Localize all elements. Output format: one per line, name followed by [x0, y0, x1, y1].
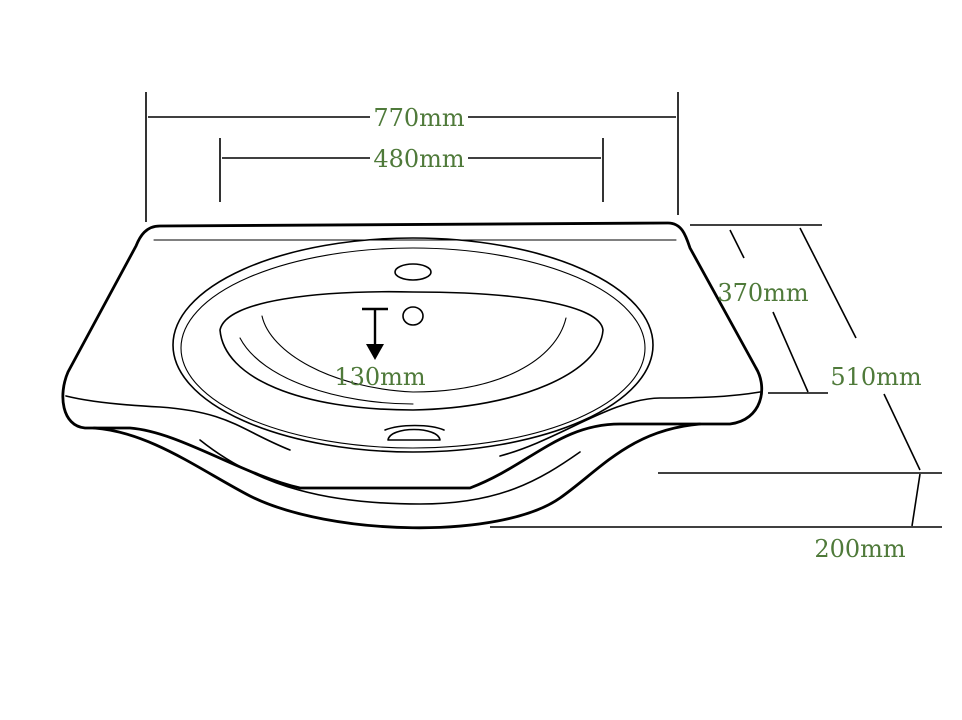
basin-skirt	[92, 422, 702, 530]
bowl-depth-label: 130mm	[334, 363, 426, 391]
arrow-down-icon	[366, 344, 384, 360]
bowl-depth-dimension: 130mm	[334, 307, 426, 391]
basin-body	[61, 221, 764, 530]
mounting-width-label: 480mm	[373, 145, 465, 173]
inner-depth-dimension: 370mm	[690, 224, 828, 394]
basin-top-outline	[61, 221, 764, 490]
basin-bowl	[172, 237, 654, 453]
overall-depth-label: 510mm	[830, 363, 922, 391]
height-label: 200mm	[814, 535, 906, 563]
height-dimension: 200mm	[490, 472, 942, 563]
overall-depth-dimension: 510mm	[799, 227, 922, 471]
drain-hole	[387, 428, 441, 441]
overflow-hole	[402, 306, 424, 326]
overall-width-label: 770mm	[373, 104, 465, 132]
tap-hole	[394, 263, 432, 281]
overall-width-dimension: 770mm	[145, 92, 679, 222]
mounting-width-dimension: 480mm	[219, 138, 604, 202]
inner-depth-label: 370mm	[717, 279, 809, 307]
